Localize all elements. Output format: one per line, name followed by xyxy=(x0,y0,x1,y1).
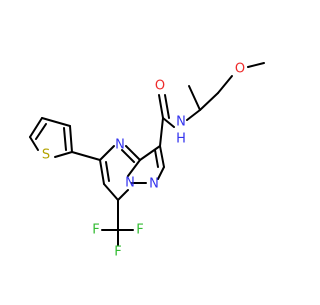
bond-c5-c6-a xyxy=(99,159,105,185)
atom-f-left: F xyxy=(92,223,99,238)
bond-thio-c2-c3-b xyxy=(63,127,67,151)
bond-c3a-n4-a xyxy=(125,145,141,161)
molecule-canvas: O O N H N N N S F F F xyxy=(29,62,265,260)
bond-o-ch2 xyxy=(217,75,233,94)
molecule-structure: O O N H N N N S F F F xyxy=(29,62,265,260)
bond-n4-c5 xyxy=(99,145,115,161)
bond-thio-c4-c5-a xyxy=(29,117,43,138)
atom-o-methoxy: O xyxy=(235,62,245,77)
bond-c6-c7 xyxy=(103,183,119,201)
bond-nh-co xyxy=(162,117,175,128)
bond-c5-thio xyxy=(71,151,101,161)
atom-h-amide: H xyxy=(176,132,186,147)
bond-ch2-ch xyxy=(199,92,219,111)
bond-c3-c2-a xyxy=(159,145,165,168)
bond-ch-nh xyxy=(186,109,201,121)
atom-n-amide: N xyxy=(176,115,186,130)
bond-c3a-n4-b xyxy=(121,149,135,163)
atom-s-thiophene: S xyxy=(42,148,50,163)
atom-n-ring4: N xyxy=(115,138,125,153)
atom-o-carbonyl: O xyxy=(155,79,165,94)
bond-co-o-b xyxy=(164,94,170,119)
bond-thio-c5-s xyxy=(29,136,39,151)
bond-c5-c6-b xyxy=(105,161,110,182)
bond-c2-n1 xyxy=(157,166,165,180)
bond-co-o-a xyxy=(158,94,164,119)
bond-c3-c2-b xyxy=(154,149,159,168)
atom-labels: O O N H N N N S F F F xyxy=(42,62,245,260)
bond-thio-c2-c3-a xyxy=(69,125,73,153)
bond-ome-ch3 xyxy=(247,62,265,68)
bond-co-c3 xyxy=(159,117,164,147)
bond-thio-s-c2 xyxy=(54,151,73,158)
atom-n-ring1: N xyxy=(149,177,159,192)
atom-n-ring7a: N xyxy=(125,176,135,191)
bond-ch-ch3 xyxy=(188,85,201,111)
bond-n7a-c3a xyxy=(127,159,141,177)
bonds xyxy=(29,62,265,246)
bond-c3-c3a xyxy=(139,145,161,161)
bond-c7-n7a xyxy=(117,189,129,201)
atom-f-bottom: F xyxy=(114,245,121,260)
atom-f-top: F xyxy=(136,223,143,238)
bond-thio-c4-c5-b xyxy=(35,123,47,140)
bond-thio-c3-c4 xyxy=(41,117,71,127)
